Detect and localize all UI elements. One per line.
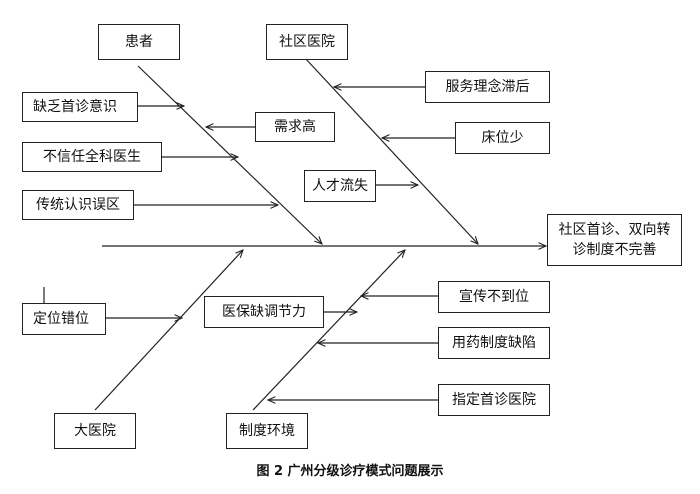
cause-insufficient-publicity: 宣传不到位 [438, 281, 550, 313]
cause-few-beds: 床位少 [455, 122, 550, 154]
category-policy-environment: 制度环境 [226, 413, 308, 449]
cause-drug-policy-flaw: 用药制度缺陷 [438, 327, 550, 359]
cause-lack-first-visit-awareness: 缺乏首诊意识 [22, 92, 138, 122]
bone-hospital [94, 250, 243, 411]
cause-talent-loss: 人才流失 [304, 170, 376, 202]
cause-insurance-lacks-regulation: 医保缺调节力 [204, 296, 324, 328]
effect-box: 社区首诊、双向转诊制度不完善 [547, 214, 682, 266]
cause-designated-first-visit-hospital: 指定首诊医院 [438, 384, 550, 416]
cause-mispositioning: 定位错位 [22, 303, 106, 335]
cause-distrust-gp: 不信任全科医生 [22, 142, 162, 172]
category-community-hospital: 社区医院 [266, 24, 348, 60]
category-large-hospital: 大医院 [54, 413, 136, 449]
figure-caption: 图 2 广州分级诊疗模式问题展示 [256, 464, 444, 479]
cause-traditional-misconception: 传统认识误区 [22, 190, 134, 220]
bone-policy [252, 250, 405, 411]
bone-patient [137, 65, 322, 244]
category-patient: 患者 [98, 24, 180, 60]
cause-high-demand: 需求高 [255, 112, 335, 142]
cause-outdated-service-concept: 服务理念滞后 [425, 71, 550, 103]
